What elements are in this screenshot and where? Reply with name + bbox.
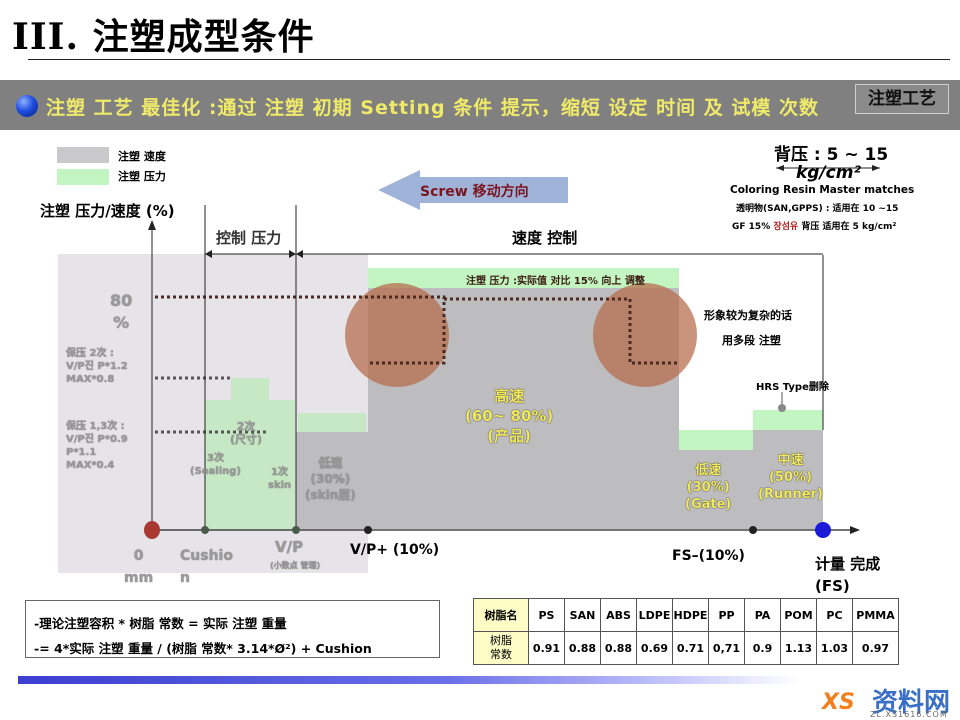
- vp-plus-marker-icon: [364, 526, 372, 534]
- screw-direction-label: Screw 移动方向: [420, 184, 529, 200]
- y-axis-title: 注塑 压力/速度 (%): [40, 202, 175, 220]
- table-col-header: PS: [528, 598, 565, 632]
- table-col-header: ABS: [600, 598, 637, 632]
- table-cell: 0.88: [600, 631, 637, 665]
- speed-control-label: 速度 控制: [512, 229, 578, 247]
- vp-marker-icon: [292, 526, 300, 534]
- stage-1-label: 1次 skin: [268, 467, 292, 491]
- x-label-fs-minus: FS–(10%): [672, 548, 745, 564]
- table-cell: 1.13: [780, 631, 817, 665]
- table-cell: 0.69: [636, 631, 673, 665]
- x-label-cushion: Cushio n: [180, 548, 233, 586]
- table-col-header: POM: [780, 598, 817, 632]
- level-80-label: 80 %: [110, 291, 133, 332]
- table-col-header: PP: [708, 598, 745, 632]
- watermark-logo-icon: XS: [822, 690, 855, 715]
- x-label-vp-sub: (小数点 管理): [270, 561, 321, 570]
- coloring-resin-note: Coloring Resin Master matches: [730, 184, 915, 196]
- table-cell: 1.03: [816, 631, 853, 665]
- page-title: III. 注塑成型条件: [12, 16, 315, 58]
- stage-2-label: 2次 (尺寸): [230, 420, 263, 446]
- origin-marker-icon: [144, 521, 160, 539]
- title-divider: [28, 59, 950, 60]
- complex-shape-note-1: 形象较为复杂的话: [704, 309, 792, 322]
- banner-text: 注塑 工艺 最佳化 :通过 注塑 初期 Setting 条件 提示，缩短 设定 …: [46, 97, 819, 119]
- high-speed-label: 高速 (60~ 80%) (产品): [465, 387, 554, 445]
- watermark-url: ZL.XS1616.COM: [870, 710, 948, 719]
- gf-prefix: GF 15%: [732, 222, 771, 232]
- x-label-vp: V/P: [275, 538, 304, 556]
- watermark-brand: 资料网: [872, 688, 951, 718]
- hold-pressure-13-label: 保压 1,3次 : V/P진 P*0.9 P*1.1 MAX*0.4: [66, 421, 128, 471]
- table-cell: 0.88: [564, 631, 601, 665]
- table-col-header: LDPE: [636, 598, 673, 632]
- back-pressure-label: 背压 : 5 ~ 15: [774, 145, 889, 165]
- stage-3-label: 3次 (Sealing): [190, 453, 242, 477]
- banner-tag: 注塑工艺: [855, 84, 949, 114]
- process-diagram: [58, 165, 880, 573]
- table-row-label: 树脂 常数: [473, 631, 529, 665]
- blue-bullet-icon: [16, 95, 38, 117]
- footer-gradient-bar: [18, 676, 798, 684]
- table-col-header: PA: [744, 598, 781, 632]
- pressure-control-label: 控制 压力: [216, 229, 282, 247]
- formula-box: -理论注塑容积 * 树脂 常数 = 实际 注塑 重量 -= 4*实际 注塑 重量…: [25, 600, 440, 658]
- banner-bar: [0, 80, 960, 130]
- glass-fiber-note: GF 15% 장섬유 背压 适用在 5 kg/cm²: [732, 219, 896, 232]
- hrs-type-note: HRS Type删除: [756, 382, 829, 393]
- gf-suffix: 背压 适用在 5 kg/cm²: [801, 222, 897, 232]
- formula-line-1: -理论注塑容积 * 树脂 常数 = 实际 注塑 重量: [34, 616, 287, 631]
- table-header-row: 树脂名 PS SAN ABS LDPE HDPE PP PA POM PC PM…: [473, 598, 899, 632]
- hold-pressure-2-label: 保压 2次 : V/P진 P*1.2 MAX*0.8: [66, 348, 128, 385]
- gf-korean-term: 장섬유: [773, 222, 799, 232]
- legend-label-speed: 注塑 速度: [118, 150, 166, 163]
- cushion-marker-icon: [201, 526, 209, 534]
- resin-constant-table: 树脂名 PS SAN ABS LDPE HDPE PP PA POM PC PM…: [473, 598, 899, 665]
- table-cell: 0.91: [528, 631, 565, 665]
- table-row: 树脂 常数 0.91 0.88 0.88 0.69 0.71 0,71 0.9 …: [473, 631, 899, 665]
- transparent-resin-note: 透明物(SAN,GPPS) : 适用在 10 ~15: [736, 204, 899, 214]
- table-col-header: HDPE: [672, 598, 709, 632]
- table-col-header: SAN: [564, 598, 601, 632]
- mid-speed-runner-label: 中速 (50%) (Runner): [758, 453, 823, 502]
- fs-minus-marker-icon: [749, 526, 757, 534]
- screw-direction-arrow-icon: [378, 170, 568, 210]
- formula-line-2: -= 4*实际 注塑 重量 / (树脂 常数* 3.14*Ø²) + Cushi…: [34, 641, 372, 656]
- table-col-header: PC: [816, 598, 853, 632]
- table-col-header: PMMA: [852, 598, 899, 632]
- low-speed-gate-label: 低速 (30%) (Gate): [685, 463, 732, 512]
- table-cell: 0,71: [708, 631, 745, 665]
- table-cell: 0.97: [852, 631, 899, 665]
- complex-shape-note-2: 用多段 注塑: [722, 334, 781, 347]
- x-label-zero-mm: 0 mm: [124, 548, 154, 586]
- table-header-label: 树脂名: [473, 598, 529, 632]
- metering-complete-marker-icon: [815, 522, 831, 538]
- back-pressure-unit: kg/cm²: [796, 163, 861, 183]
- table-cell: 0.9: [744, 631, 781, 665]
- x-label-metering-complete: 计量 完成 (FS): [815, 555, 881, 595]
- table-cell: 0.71: [672, 631, 709, 665]
- legend-swatch-speed: [57, 147, 109, 163]
- low-speed-skin-label: 低速 (30%) (skin层): [305, 456, 356, 502]
- pressure-adjust-note: 注塑 压力 :实际值 对比 15% 向上 调整: [466, 276, 645, 287]
- legend-label-pressure: 注塑 压力: [118, 170, 166, 183]
- x-label-vp-plus: V/P+ (10%): [350, 542, 440, 558]
- legend-swatch-pressure: [57, 169, 109, 185]
